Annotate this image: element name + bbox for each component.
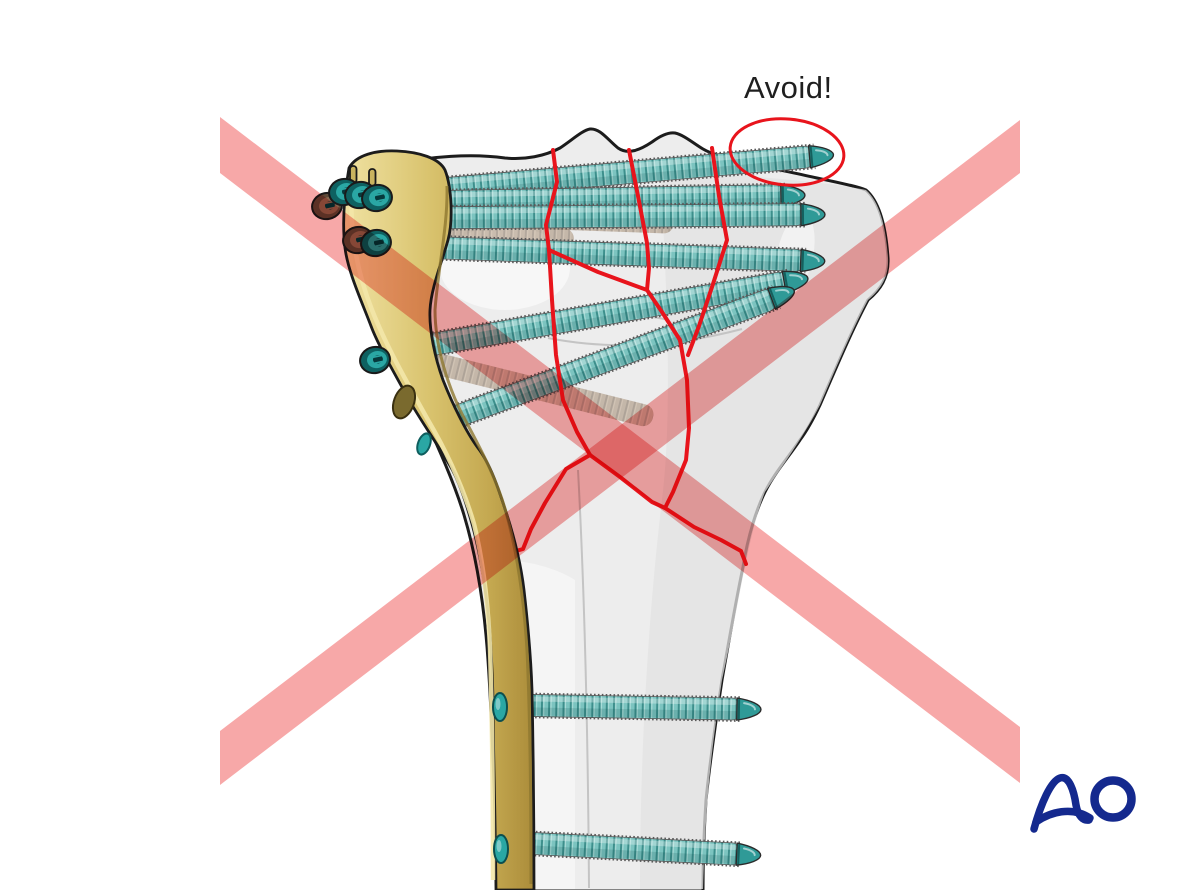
bone-screw — [504, 692, 762, 722]
plate-empty-hole — [391, 384, 417, 420]
shaft-screw-nub — [492, 692, 508, 722]
bone-screw — [504, 829, 762, 868]
plate-screw-head — [359, 345, 391, 375]
prohibition-x-mark — [220, 117, 1020, 785]
bone-screw — [417, 201, 826, 231]
avoid-callout-ellipse — [728, 117, 846, 187]
screw-edge — [416, 432, 432, 456]
x-band-ascending — [220, 120, 1020, 785]
bone-contour-line — [577, 469, 590, 889]
ao-logo — [1030, 773, 1136, 833]
bone-plate — [342, 149, 536, 890]
plate-highlight — [349, 185, 496, 881]
plate-screw-head — [361, 183, 393, 213]
bone-screw — [415, 234, 826, 274]
avoid-label: Avoid! — [744, 70, 833, 105]
screws-layer — [411, 143, 835, 868]
plate-pin-slot — [368, 168, 377, 187]
shaft-screw-nub — [493, 834, 509, 864]
